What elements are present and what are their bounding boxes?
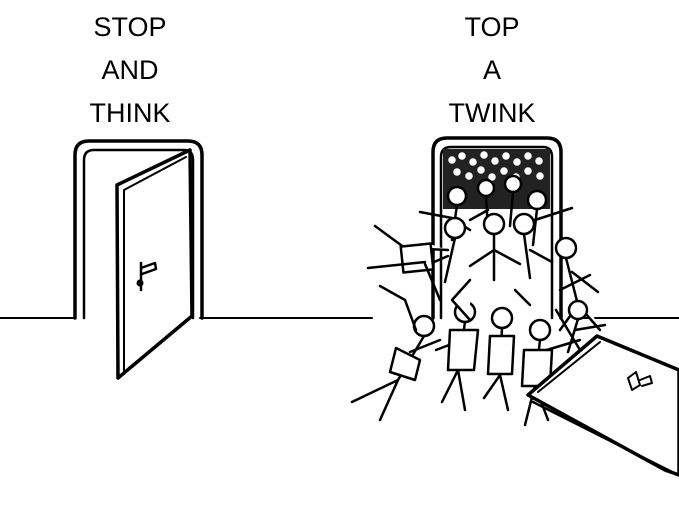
caption-left-line-2: AND (101, 55, 159, 85)
caption-left: STOP AND THINK (30, 6, 230, 135)
stick-figures (350, 174, 607, 427)
caption-right-line-2: A (482, 55, 501, 85)
crowd-heads-back (448, 151, 544, 181)
caption-right: TOP A TWINK (392, 6, 592, 135)
caption-right-line-1: TOP (464, 12, 520, 42)
caption-left-line-1: STOP (93, 12, 167, 42)
caption-left-line-3: THINK (89, 98, 171, 128)
right-door-frame (431, 136, 563, 320)
left-open-door (115, 148, 194, 380)
right-fallen-door (526, 334, 679, 477)
caption-right-line-3: TWINK (448, 98, 536, 128)
left-door-frame (73, 139, 204, 320)
